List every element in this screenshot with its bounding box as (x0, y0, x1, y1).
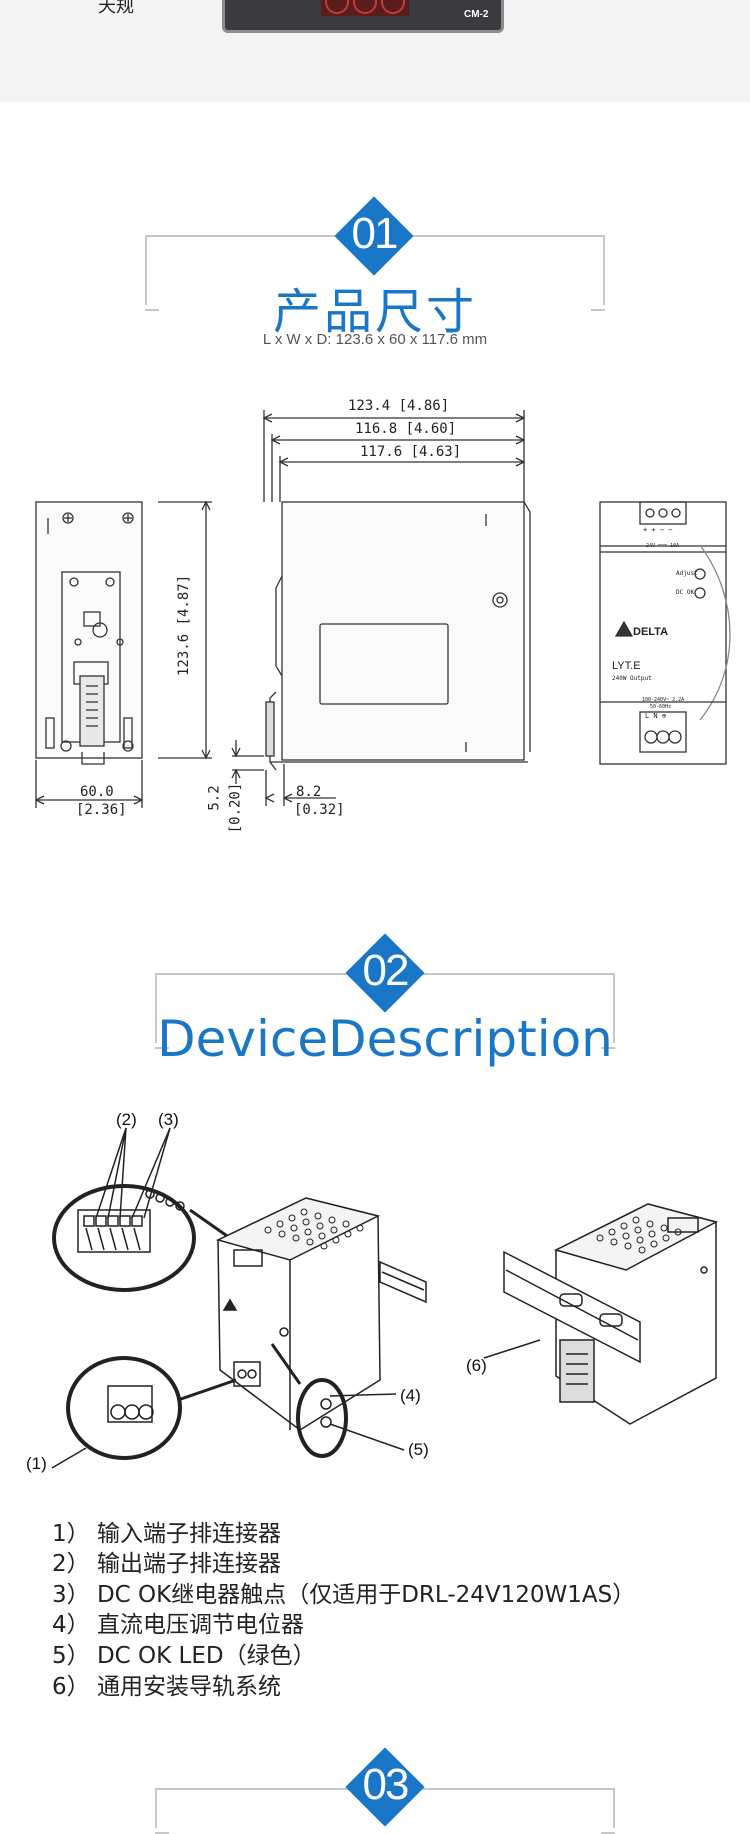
list-item: 4） 直流电压调节电位器 (52, 1612, 304, 1638)
dimension-front-width: 60.0 (80, 784, 114, 800)
section-01-title: 产品尺寸 (272, 284, 477, 340)
section-01-number: 01 (351, 209, 399, 258)
callout-5: (5) (408, 1440, 429, 1459)
callout-6: (6) (466, 1356, 487, 1375)
dimension-height: 123.6 [4.87] (176, 574, 192, 676)
callout-4: (4) (400, 1386, 421, 1405)
device-model-label: CM-2 (464, 9, 489, 20)
top-dimension-lines (262, 410, 526, 502)
panel-rating-bottom-2: 50-60Hz (650, 704, 672, 710)
list-item: 2） 输出端子排连接器 (52, 1551, 281, 1577)
list-item: 1） 输入端子排连接器 (52, 1521, 281, 1547)
previous-section-text: 天规 (98, 0, 134, 17)
panel-output: 240W Output (612, 675, 652, 682)
section-02-number: 02 (362, 946, 410, 995)
section-01-subtitle: L x W x D: 123.6 x 60 x 117.6 mm (262, 331, 488, 348)
section-02-title: DeviceDescription (157, 1010, 613, 1068)
dimension-drawing (34, 410, 731, 808)
list-item: 6） 通用安装导轨系统 (52, 1674, 281, 1700)
dimension-rail-offset-inch: [0.20] (227, 782, 244, 834)
panel-rating-bottom: 100-240V~ 2.2A (642, 697, 685, 703)
dimension-width-1: 123.4 [4.86] (348, 398, 450, 414)
dimension-front-width-inch: [2.36] (76, 802, 127, 818)
dimension-rail-depth: 8.2 (296, 784, 322, 800)
zoom-led (270, 1343, 405, 1458)
panel-series: LYT.E (612, 660, 641, 672)
callout-2: (2) (116, 1110, 137, 1129)
dimension-rail-offset: 5.2 (206, 785, 223, 811)
list-item: 3） DC OK继电器触点（仅适用于DRL-24V120W1AS） (52, 1582, 636, 1608)
front-panel (599, 501, 731, 765)
front-width-dimension (34, 760, 144, 808)
height-dimension (158, 500, 212, 760)
section-03-number: 03 (362, 1760, 410, 1809)
zoom-output-terminals (52, 1127, 231, 1292)
device-illustration (51, 1127, 719, 1469)
side-view (265, 501, 531, 771)
panel-terminals-top: + + − − (643, 526, 673, 534)
callout-1: (1) (26, 1454, 47, 1473)
rail-dimensions (231, 740, 336, 806)
dimension-rail-depth-inch: [0.32] (294, 802, 345, 818)
list-item: 5） DC OK LED（绿色） (52, 1643, 316, 1669)
panel-adjust-label: Adjust (676, 570, 698, 577)
dimension-width-3: 117.6 [4.63] (360, 444, 462, 460)
device-bottom-image (222, 0, 504, 33)
previous-section-band: 天规 CM-2 (0, 0, 750, 102)
callout-3: (3) (158, 1110, 179, 1129)
panel-terminals-bottom: L N ⊕ (645, 712, 667, 720)
zoom-input-terminals (51, 1356, 237, 1469)
power-supply-unit (215, 1197, 427, 1431)
panel-dcok-label: DC OK (676, 589, 695, 596)
unit-on-rail (483, 1203, 719, 1425)
device-pins (321, 0, 409, 16)
front-view (35, 501, 143, 765)
panel-brand: DELTA (633, 626, 669, 638)
dimension-width-2: 116.8 [4.60] (355, 421, 457, 437)
panel-rating-top: 24V === 10A (646, 543, 680, 549)
